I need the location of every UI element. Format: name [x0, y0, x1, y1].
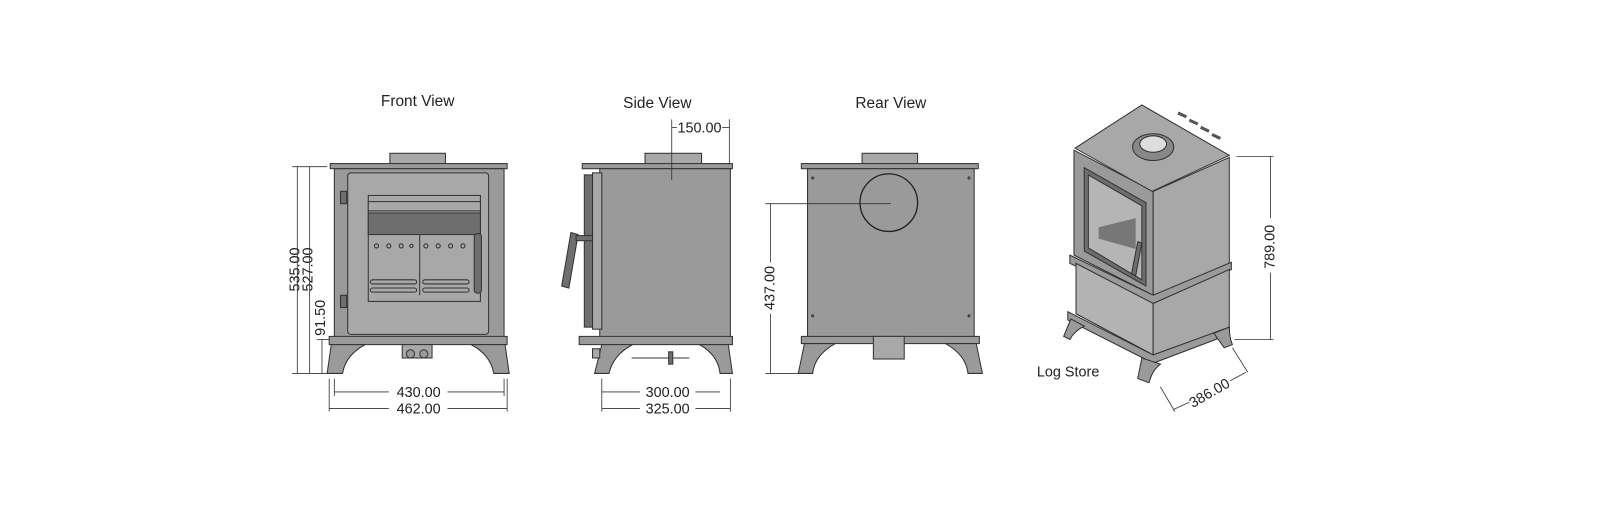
door-frame	[592, 172, 603, 330]
front-view: Front View	[287, 93, 510, 418]
rear-bracket	[872, 335, 905, 360]
door-handle	[473, 233, 482, 294]
air-vents	[373, 243, 466, 249]
side-view-title: Side View	[623, 95, 692, 112]
rear-leg	[697, 344, 734, 374]
door-handle	[561, 231, 579, 289]
door-edge	[583, 174, 594, 328]
airwash-bar	[367, 201, 481, 212]
depth-overall-dim: 325.00	[646, 402, 690, 418]
side-view: Side View 150.00 300.00 325.00	[561, 95, 734, 418]
flue-height-dim: 437.00	[763, 266, 779, 310]
depth-dim: 386.00	[1187, 376, 1233, 412]
rear-flue-knockout	[859, 173, 919, 233]
left-leg	[797, 343, 836, 374]
door-handle	[1130, 241, 1143, 277]
firebox-back	[367, 212, 481, 236]
isometric-view: 789.00 386.00 Log Store	[1037, 104, 1279, 412]
mid-band	[1069, 254, 1232, 305]
leg	[1063, 318, 1086, 341]
rear-view: Rear View 437.00	[763, 95, 984, 374]
leg	[1213, 326, 1234, 349]
height-body-dim: 527.00	[301, 248, 317, 292]
top-vents	[1177, 111, 1222, 140]
rear-view-title: Rear View	[855, 95, 927, 112]
leg	[1137, 357, 1162, 384]
right-leg	[470, 344, 510, 374]
top-plate	[329, 163, 508, 170]
right-leg	[945, 343, 984, 374]
flue-collar	[644, 152, 703, 166]
height-overall-dim: 535.00	[287, 248, 303, 292]
leg-height-dim: 91.50	[313, 300, 329, 336]
grate-bar	[369, 279, 418, 285]
door-hinge-bottom	[339, 294, 348, 309]
front-leg	[593, 344, 633, 374]
width-body-dim: 430.00	[397, 385, 441, 401]
flue-collar	[389, 152, 446, 166]
log-store-label: Log Store	[1037, 365, 1099, 381]
flue-offset-dim: 150.00	[678, 121, 722, 137]
top-plate	[581, 163, 733, 170]
front-view-title: Front View	[381, 93, 455, 110]
base-plate	[578, 335, 733, 346]
depth-body-dim: 300.00	[646, 385, 690, 401]
base-plate	[328, 335, 508, 346]
total-height-dim: 789.00	[1263, 225, 1279, 269]
firebox-grate	[1098, 218, 1136, 249]
width-overall-dim: 462.00	[397, 402, 441, 418]
top-plate	[800, 163, 979, 170]
flue-collar	[861, 152, 919, 166]
door-hinge-top	[339, 190, 348, 205]
left-leg	[326, 344, 366, 374]
stove-body	[599, 168, 731, 338]
screws	[811, 176, 971, 318]
